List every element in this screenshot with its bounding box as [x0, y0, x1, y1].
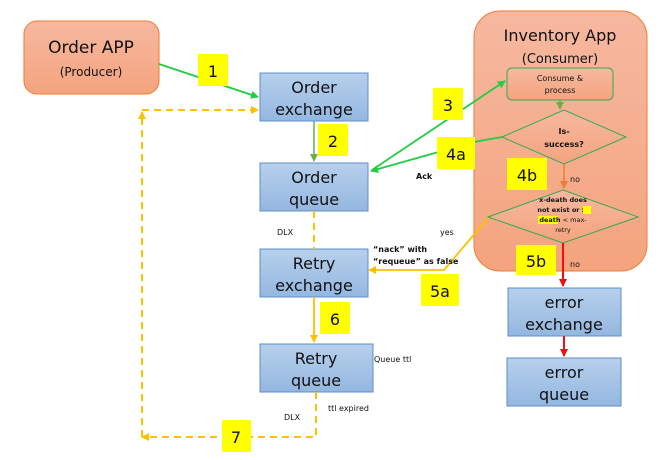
retry-decision: x-death does not exist or x- death < max…: [486, 189, 640, 244]
consumer-subtitle: (Consumer): [522, 52, 598, 67]
order-app-producer-node: Order APP (Producer): [23, 20, 160, 95]
label-no-2: no: [570, 260, 580, 269]
consume-process-box: Consume & process: [506, 67, 614, 101]
retry-exchange-node: Retry exchange: [259, 248, 369, 298]
order-exchange-line1: Order: [291, 78, 337, 97]
step-6-label: 6: [330, 310, 340, 329]
consumer-title: Inventory App: [504, 26, 617, 45]
label-nack-line2: “requeue” as false: [373, 257, 459, 266]
order-exchange-node: Order exchange: [259, 72, 369, 122]
dlx-retry-queue-loop-bottom: [141, 392, 317, 441]
step-2-label: 2: [328, 132, 338, 151]
label-ttl-expired: ttl expired: [328, 404, 369, 413]
decision-retry-line2: not exist or x-: [537, 206, 589, 214]
step-7-label: 7: [231, 428, 241, 447]
label-dlx-1: DLX: [277, 228, 294, 237]
retry-queue-line2: queue: [291, 371, 341, 390]
retry-queue-node: Retry queue: [259, 343, 374, 393]
label-ack: Ack: [416, 172, 433, 181]
order-queue-line1: Order: [291, 168, 337, 187]
label-yes: yes: [440, 228, 454, 237]
label-queue-ttl: Queue ttl: [374, 355, 411, 364]
step-5b-label: 5b: [526, 252, 546, 271]
error-queue-line2: queue: [539, 385, 589, 404]
error-exchange-node: error exchange: [507, 287, 622, 337]
step-badge-1: 1: [198, 54, 228, 86]
producer-title: Order APP: [48, 38, 134, 58]
label-nack-line1: “nack” with: [373, 245, 427, 254]
producer-subtitle: (Producer): [60, 65, 123, 79]
label-dlx-2: DLX: [284, 413, 301, 422]
decision-success-line2: success?: [544, 140, 584, 149]
decision-retry-line1: x-death does: [539, 196, 587, 204]
step-badge-6: 6: [320, 302, 350, 334]
error-queue-line1: error: [545, 363, 584, 382]
step-3-label: 3: [443, 96, 453, 115]
error-exchange-line2: exchange: [525, 315, 603, 334]
step-5a-label: 5a: [430, 282, 450, 301]
step-badge-3: 3: [433, 88, 463, 120]
step-1-label: 1: [208, 62, 218, 81]
decision-retry-line4: retry: [555, 226, 571, 234]
step-badge-4a: 4a: [437, 137, 475, 169]
step-badge-7: 7: [222, 420, 251, 452]
step-badge-5b: 5b: [516, 245, 556, 275]
order-queue-node: Order queue: [259, 162, 369, 212]
retry-exchange-line2: exchange: [275, 276, 353, 295]
step-badge-4b: 4b: [507, 158, 547, 190]
step-badge-2: 2: [318, 124, 348, 156]
consume-line2: process: [545, 86, 576, 95]
retry-queue-line1: Retry: [295, 349, 338, 368]
consume-line1: Consume &: [537, 74, 583, 83]
label-no-1: no: [570, 175, 580, 184]
order-exchange-line2: exchange: [275, 100, 353, 119]
error-exchange-line1: error: [545, 293, 584, 312]
arrow-nack-to-retry-exchange: [368, 217, 489, 274]
decision-retry-line3: death < max-: [539, 216, 587, 224]
step-badge-5a: 5a: [421, 274, 459, 306]
error-queue-node: error queue: [506, 357, 622, 407]
step-4a-label: 4a: [446, 145, 466, 164]
arrow-order-queue-to-consumer: [371, 80, 506, 171]
step-4b-label: 4b: [517, 166, 537, 185]
order-queue-line2: queue: [289, 190, 339, 209]
decision-success-line1: Is-: [558, 127, 569, 136]
retry-exchange-line1: Retry: [293, 254, 336, 273]
is-success-decision: Is- success?: [500, 109, 628, 165]
